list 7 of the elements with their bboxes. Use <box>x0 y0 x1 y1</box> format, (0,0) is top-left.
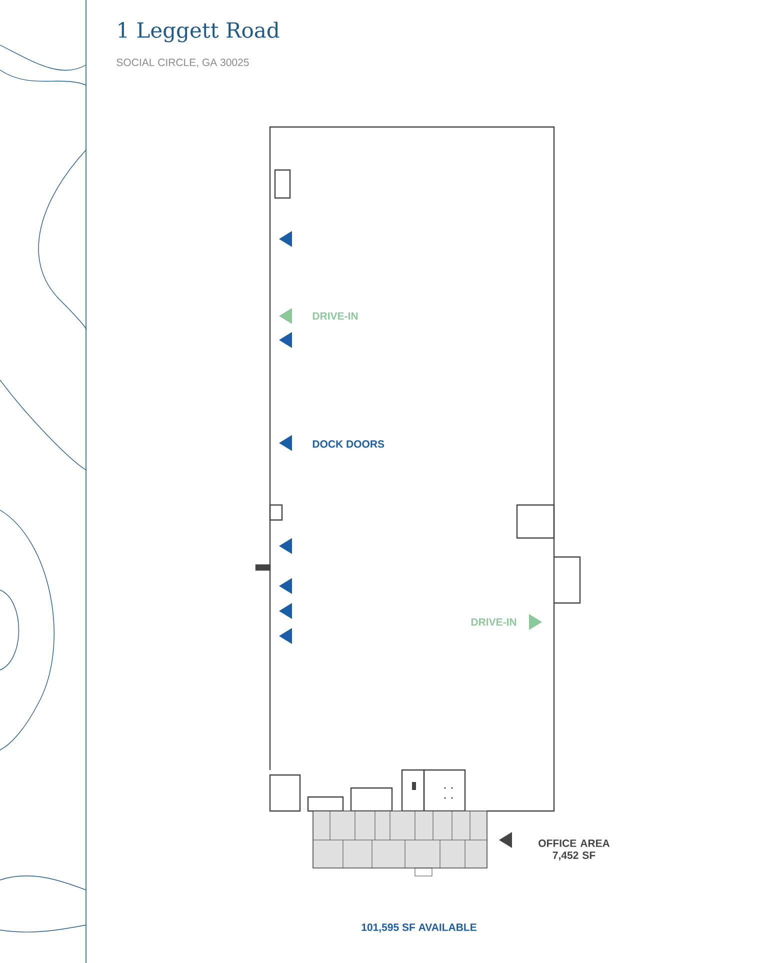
area-label: OFFICE AREA 7,452 SF <box>538 840 610 860</box>
door-label: DRIVE-IN <box>471 618 516 626</box>
address: SOCIAL CIRCLE, GA 30025 <box>116 58 249 68</box>
door-label: DRIVE-IN <box>312 312 358 320</box>
total-area-label: 101,595 SF AVAILABLE <box>362 924 476 932</box>
title: 1 Leggett Road <box>118 22 280 42</box>
door-label: DOCK DOORS <box>312 440 384 448</box>
